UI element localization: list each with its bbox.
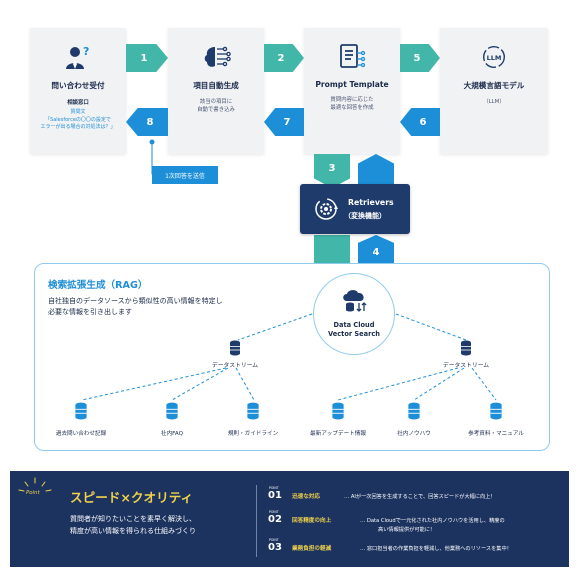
point-number: 03 <box>268 542 282 553</box>
database-icon <box>461 340 471 356</box>
database-icon <box>166 402 178 420</box>
database-icon <box>75 402 87 420</box>
send-first-reply-label: 1次回答を送信 <box>152 166 218 184</box>
document-list-icon <box>337 42 367 72</box>
point-heading: 回答精度の向上 <box>292 518 332 524</box>
retrievers-subtitle: （変換機能） <box>344 212 386 220</box>
banner-divider <box>256 485 257 557</box>
ai-brain-icon <box>201 42 231 72</box>
datastream-label: データストリーム <box>211 363 259 369</box>
database-icon <box>332 402 344 420</box>
card-autogen: 項目自動生成 該当の項目に 自動で書き込み <box>168 28 264 154</box>
datastream-label: データストリーム <box>442 363 490 369</box>
database-icon <box>408 402 420 420</box>
card-question: 質問文 「Salesforceの〇〇の設定で エラーが出る場合の対処法は？」 <box>40 109 116 130</box>
database-icon <box>247 402 259 420</box>
sparkle-icon <box>18 477 52 492</box>
svg-text:?: ? <box>83 45 89 58</box>
point-text: … 窓口担当者の作業負担を軽減し、他業務へのリソースを集中！ <box>360 546 512 552</box>
source-label: 社内FAQ <box>160 431 184 437</box>
source-label: 規則・ガイドライン <box>227 431 279 437</box>
point-tag: POINT <box>269 486 279 490</box>
source-node <box>246 402 260 424</box>
point-number: 02 <box>268 514 282 525</box>
data-cloud-label: Data Cloud Vector Search <box>328 321 380 338</box>
source-node <box>489 402 503 424</box>
database-icon <box>490 402 502 420</box>
data-cloud-vector-search: Data Cloud Vector Search <box>313 273 395 355</box>
point-text: … AIが一次回答を生成することで、回答スピードが大幅に向上！ <box>344 494 496 500</box>
database-cloud-icon <box>339 289 369 317</box>
step-connector-3-bottom <box>314 235 350 263</box>
point-text-cont: 高い情報提供が可能に！ <box>378 527 436 533</box>
retrievers-box: Retrievers （変換機能） <box>300 184 410 234</box>
llm-cloud-icon: LLM <box>479 42 509 72</box>
card-title: 大規模言語モデル <box>463 81 525 90</box>
card-llm: LLM 大規模言語モデル （LLM） <box>440 28 548 154</box>
card-inquiry: ? 問い合わせ受付 相談窓口 質問文 「Salesforceの〇〇の設定で エラ… <box>30 28 126 154</box>
datastream-left: データストリーム <box>190 340 280 369</box>
source-label: 最新アップデート情報 <box>310 431 366 437</box>
point-number: 01 <box>268 490 282 501</box>
rag-panel <box>34 263 550 451</box>
source-node <box>331 402 345 424</box>
datastream-right: データストリーム <box>421 340 511 369</box>
rag-title: 検索拡張生成（RAG） <box>48 280 148 291</box>
card-title: Prompt Template <box>315 80 389 89</box>
source-node <box>74 402 88 424</box>
rag-description: 自社独自のデータソースから類似性の高い情報を特定し 必要な情報を引き出します <box>48 297 223 317</box>
point-tag: POINT <box>269 538 279 542</box>
banner-headline: スピード×クオリティ <box>70 490 194 505</box>
source-label: 参考資料・マニュアル <box>468 431 524 437</box>
point-text: … Data Cloudで一元化された社内ノウハウを活用し、精度の <box>360 518 505 524</box>
card-title: 問い合わせ受付 <box>51 81 105 90</box>
card-title: 項目自動生成 <box>193 81 239 90</box>
point-tag: POINT <box>269 510 279 514</box>
card-desc: 質問内容に応じた 最適な回答を作成 <box>330 97 374 112</box>
point-heading: 迅速な対応 <box>292 494 320 500</box>
card-desc: 該当の項目に 自動で書き込み <box>197 99 235 114</box>
card-prompt-template: Prompt Template 質問内容に応じた 最適な回答を作成 <box>304 28 400 154</box>
point-label: Point <box>26 490 40 496</box>
point-banner: Point スピード×クオリティ 質問者が知りたいことを素早く解決し、 精度が高… <box>10 471 569 567</box>
banner-description: 質問者が知りたいことを素早く解決し、 精度が高い情報を得られる仕組みづくり <box>70 515 196 536</box>
card-subtitle: 相談窓口 <box>67 100 89 106</box>
svg-text:LLM: LLM <box>487 54 502 62</box>
source-node <box>165 402 179 424</box>
source-node <box>407 402 421 424</box>
point-heading: 業務負担の軽減 <box>292 546 332 552</box>
person-question-icon: ? <box>63 42 93 72</box>
source-label: 過去問い合わせ記録 <box>55 431 107 437</box>
retrievers-title: Retrievers <box>348 198 394 207</box>
card-desc: （LLM） <box>483 99 505 105</box>
database-icon <box>230 340 240 356</box>
gear-refresh-icon <box>312 195 340 227</box>
source-label: 社内ノウハウ <box>397 431 431 437</box>
